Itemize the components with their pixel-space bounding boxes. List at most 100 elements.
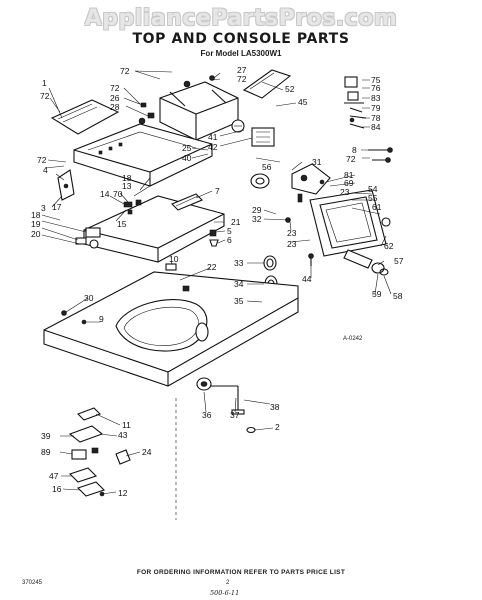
callout-14: 14 <box>100 189 110 199</box>
callout-13: 13 <box>122 181 132 191</box>
left-small-parts-group <box>57 169 142 249</box>
callout-61: 61 <box>372 202 382 212</box>
handwritten-note: 500-6-11 <box>210 589 240 597</box>
callout-1: 1 <box>42 78 47 88</box>
callout-8: 8 <box>352 145 357 155</box>
callout-81: 81 <box>344 170 354 180</box>
callout-59: 59 <box>372 289 382 299</box>
lid-handle-part <box>171 193 203 211</box>
callout-76: 76 <box>371 83 381 93</box>
callout-11: 11 <box>122 420 131 430</box>
callout-2: 2 <box>275 422 280 432</box>
callout-7: 7 <box>215 186 220 196</box>
callout-4: 4 <box>43 165 48 175</box>
lid-switch-parts-group <box>68 407 131 497</box>
callout-58: 58 <box>393 291 403 301</box>
ordering-info-footer: FOR ORDERING INFORMATION REFER TO PARTS … <box>136 569 346 576</box>
callout-89: 89 <box>41 447 51 457</box>
callout-38: 38 <box>270 402 280 412</box>
callout-43: 43 <box>118 430 128 440</box>
callout-5: 5 <box>227 226 232 236</box>
callout-70: 70 <box>113 189 123 199</box>
callout-23: 23 <box>340 187 350 197</box>
callout-28: 28 <box>110 102 120 112</box>
callout-72: 72 <box>120 66 130 76</box>
callout-79: 79 <box>371 103 381 113</box>
callout-20: 20 <box>31 229 41 239</box>
callout-labels: 1 72 72 27 72 72 26 28 52 45 75 76 83 79… <box>31 65 404 498</box>
callout-72: 72 <box>237 74 247 84</box>
callout-23: 23 <box>287 228 297 238</box>
lid-part <box>83 195 225 263</box>
callout-16: 16 <box>52 484 62 494</box>
callout-10: 10 <box>169 254 179 264</box>
callout-55: 55 <box>368 193 378 203</box>
callout-52: 52 <box>285 84 295 94</box>
callout-83: 83 <box>371 93 381 103</box>
callout-31: 31 <box>312 157 322 167</box>
callout-21: 21 <box>231 217 241 227</box>
callout-69: 69 <box>344 178 354 188</box>
callout-26: 26 <box>110 93 120 103</box>
console-back-part <box>140 75 239 141</box>
callout-17: 17 <box>52 202 62 212</box>
callout-84: 84 <box>371 122 381 132</box>
control-panel-part <box>73 117 213 187</box>
callout-18: 18 <box>122 173 132 183</box>
callout-12: 12 <box>118 488 128 498</box>
valve-assembly-part <box>175 377 256 520</box>
callout-9: 9 <box>99 314 104 324</box>
callout-39: 39 <box>41 431 51 441</box>
callout-34: 34 <box>234 279 244 289</box>
callout-37: 37 <box>230 410 240 420</box>
document-code: 370245 <box>22 580 43 586</box>
callout-22: 22 <box>207 262 217 272</box>
figure-code: A-0242 <box>343 336 363 342</box>
callout-6: 6 <box>227 235 232 245</box>
callout-32: 32 <box>252 214 262 224</box>
page-title: TOP AND CONSOLE PARTS <box>132 31 350 47</box>
hinge-bracket-part <box>368 147 393 163</box>
page-number: 2 <box>226 580 230 586</box>
callout-62: 62 <box>384 241 394 251</box>
callout-3: 3 <box>41 203 46 213</box>
callout-36: 36 <box>202 410 212 420</box>
callout-72: 72 <box>346 154 356 164</box>
model-subtitle: For Model LA5300W1 <box>200 49 282 58</box>
callout-78: 78 <box>371 113 381 123</box>
callout-72: 72 <box>110 83 120 93</box>
callout-15: 15 <box>117 219 127 229</box>
callout-72: 72 <box>37 155 47 165</box>
callout-42: 42 <box>208 142 218 152</box>
callout-44: 44 <box>302 274 312 284</box>
callout-33: 33 <box>234 258 244 268</box>
callout-35: 35 <box>234 296 244 306</box>
callout-19: 19 <box>31 219 41 229</box>
callout-75: 75 <box>371 75 381 85</box>
callout-72: 72 <box>40 91 50 101</box>
watermark: AppliancePartsPros.com <box>84 6 398 31</box>
callout-56: 56 <box>262 162 272 172</box>
callout-18: 18 <box>31 210 41 220</box>
lint-door-part <box>309 189 391 257</box>
callout-29: 29 <box>252 205 262 215</box>
callout-40: 40 <box>182 153 192 163</box>
hinge-knob-part <box>343 249 389 276</box>
timer-parts-group <box>344 76 367 129</box>
callout-24: 24 <box>142 447 152 457</box>
callout-25: 25 <box>182 143 192 153</box>
callout-30: 30 <box>84 293 94 303</box>
callout-47: 47 <box>49 471 59 481</box>
callout-23: 23 <box>287 239 297 249</box>
callout-57: 57 <box>394 256 404 266</box>
callout-41: 41 <box>208 132 218 142</box>
knob-assembly-part <box>250 163 331 203</box>
callout-54: 54 <box>368 184 378 194</box>
console-panel-part <box>50 99 120 135</box>
callout-27: 27 <box>237 65 247 75</box>
callout-45: 45 <box>298 97 308 107</box>
cabinet-top-part <box>43 271 299 387</box>
leader-lines <box>41 70 392 495</box>
